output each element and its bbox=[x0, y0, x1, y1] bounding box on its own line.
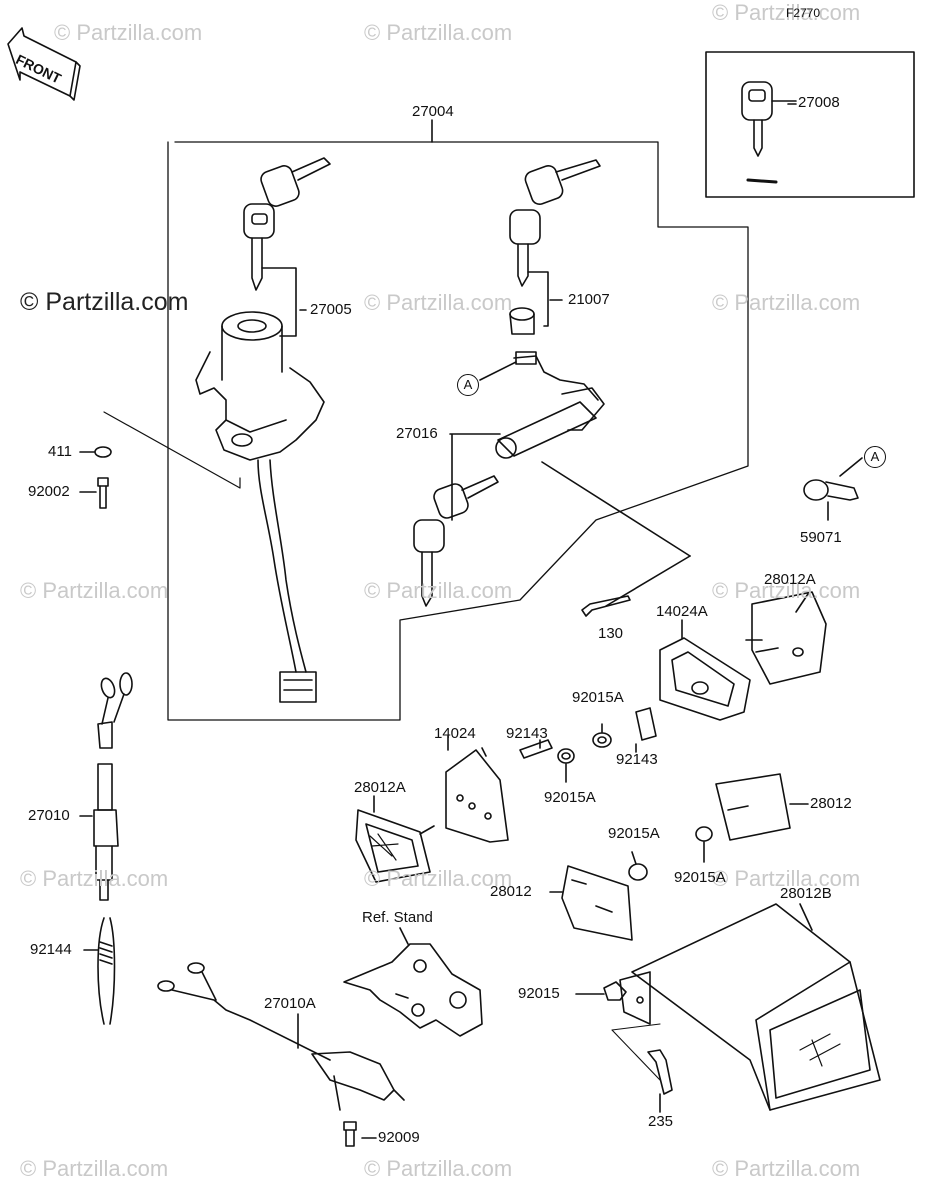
part-label-28012B[interactable]: 28012B bbox=[780, 885, 832, 902]
part-label-28012A-top[interactable]: 28012A bbox=[764, 571, 816, 588]
key-27008-icon bbox=[741, 81, 778, 184]
part-label-92015A[interactable]: 92015A bbox=[572, 689, 624, 706]
watermark: © Partzilla.com bbox=[20, 1156, 169, 1181]
front-arrow-icon bbox=[7, 27, 81, 101]
part-label-27005[interactable]: 27005 bbox=[310, 301, 352, 318]
part-label-92143[interactable]: 92143 bbox=[506, 725, 548, 742]
watermark: © Partzilla.com bbox=[20, 866, 169, 891]
lock-27016-icon bbox=[495, 351, 605, 459]
spring-92144-icon bbox=[97, 917, 116, 1025]
screw-92009-icon bbox=[343, 1121, 357, 1147]
watermark: © Partzilla.com bbox=[364, 290, 513, 315]
part-label-92015A[interactable]: 92015A bbox=[674, 869, 726, 886]
part-label-27008[interactable]: 27008 bbox=[798, 94, 840, 111]
keys-21007-icon bbox=[509, 159, 601, 287]
part-label-92144[interactable]: 92144 bbox=[30, 941, 72, 958]
bolt-235-icon bbox=[647, 1049, 673, 1095]
part-label-130[interactable]: 130 bbox=[598, 625, 624, 642]
watermark: © Partzilla.com bbox=[712, 1156, 861, 1181]
part-label-92015A[interactable]: 92015A bbox=[608, 825, 660, 842]
part-label-92143[interactable]: 92143 bbox=[616, 751, 658, 768]
part-label-28012A-left[interactable]: 28012A bbox=[354, 779, 406, 796]
switch-27010-icon bbox=[93, 672, 133, 901]
watermark: © Partzilla.com bbox=[712, 0, 861, 25]
cylinder-21007-icon bbox=[509, 307, 535, 335]
keys-27005-icon bbox=[243, 157, 331, 291]
watermark: © Partzilla.com bbox=[20, 578, 169, 603]
part-label-92002[interactable]: 92002 bbox=[28, 483, 70, 500]
washer-411-icon bbox=[94, 446, 112, 458]
part-label-14024[interactable]: 14024 bbox=[434, 725, 476, 742]
spacer-92143-1-icon bbox=[635, 707, 657, 741]
ref-stand-icon bbox=[343, 943, 483, 1037]
watermark: © Partzilla.com bbox=[364, 20, 513, 45]
part-label-59071[interactable]: 59071 bbox=[800, 529, 842, 546]
figure-id: F2770 bbox=[786, 6, 821, 20]
ref-stand-label: Ref. Stand bbox=[362, 909, 433, 926]
bolt-130-icon bbox=[581, 595, 631, 617]
part-label-27004[interactable]: 27004 bbox=[412, 103, 454, 120]
callout-a: A bbox=[457, 374, 479, 396]
cam-59071-icon bbox=[803, 479, 859, 501]
part-label-92015[interactable]: 92015 bbox=[518, 985, 560, 1002]
tail-light-28012B-icon bbox=[619, 903, 881, 1111]
part-label-411[interactable]: 411 bbox=[48, 443, 72, 460]
watermark: © Partzilla.com bbox=[364, 866, 513, 891]
reflector-28012-mid-icon bbox=[561, 865, 633, 941]
part-label-28012-right[interactable]: 28012 bbox=[810, 795, 852, 812]
part-label-235[interactable]: 235 bbox=[648, 1113, 674, 1130]
part-label-27010[interactable]: 27010 bbox=[28, 807, 70, 824]
nut-92015A-3-icon bbox=[695, 826, 713, 842]
nut-92015-icon bbox=[603, 981, 627, 1001]
part-label-92015A[interactable]: 92015A bbox=[544, 789, 596, 806]
switch-27010A-icon bbox=[157, 962, 405, 1111]
watermark: © Partzilla.com bbox=[712, 290, 861, 315]
part-label-21007[interactable]: 21007 bbox=[568, 291, 610, 308]
callout-a: A bbox=[864, 446, 886, 468]
ignition-switch-icon bbox=[195, 311, 325, 703]
watermark: © Partzilla.com bbox=[364, 1156, 513, 1181]
reflector-28012A-top-icon bbox=[745, 591, 827, 685]
plate-14024-icon bbox=[445, 747, 509, 843]
inset-box-27008 bbox=[705, 51, 915, 198]
watermark: © Partzilla.com bbox=[54, 20, 203, 45]
reflector-28012A-left-icon bbox=[355, 809, 435, 883]
spacer-92143-2-icon bbox=[519, 739, 553, 759]
keys-27016-icon bbox=[413, 475, 499, 607]
watermark: © Partzilla.com bbox=[712, 578, 861, 603]
nut-92015A-4-icon bbox=[628, 863, 648, 881]
nut-92015A-1-icon bbox=[592, 732, 612, 748]
part-label-27010A[interactable]: 27010A bbox=[264, 995, 316, 1012]
part-label-92009[interactable]: 92009 bbox=[378, 1129, 420, 1146]
bolt-92002-icon bbox=[97, 477, 109, 509]
assembly-outline-27004 bbox=[167, 141, 749, 721]
watermark: © Partzilla.com bbox=[364, 578, 513, 603]
housing-14024A-icon bbox=[659, 637, 751, 721]
reflector-28012-right-icon bbox=[715, 773, 809, 841]
watermark: © Partzilla.com bbox=[20, 288, 189, 316]
part-label-14024A[interactable]: 14024A bbox=[656, 603, 708, 620]
part-label-28012-mid[interactable]: 28012 bbox=[490, 883, 532, 900]
watermark: © Partzilla.com bbox=[712, 866, 861, 891]
nut-92015A-2-icon bbox=[557, 748, 575, 764]
part-label-27016[interactable]: 27016 bbox=[396, 425, 438, 442]
